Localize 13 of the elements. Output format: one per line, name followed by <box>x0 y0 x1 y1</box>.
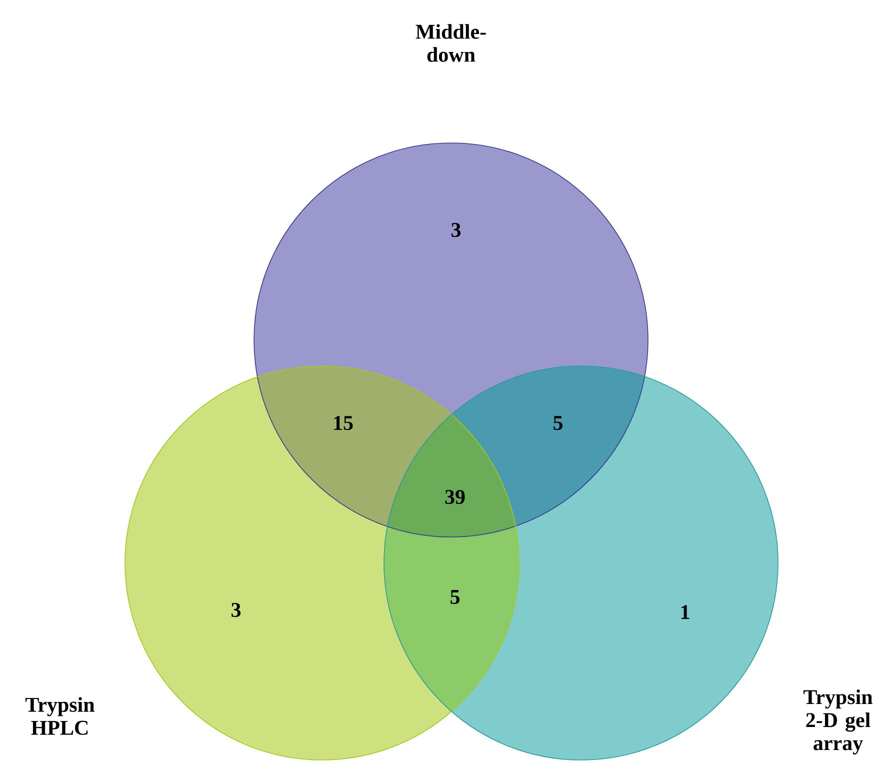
region-count: 5 <box>450 590 460 604</box>
set-label: Middle-down <box>416 24 486 62</box>
venn-circle <box>124 366 520 760</box>
venn-circle <box>254 142 648 538</box>
region-count: 15 <box>334 416 353 430</box>
set-label: Trypsin 2-D gel array <box>804 689 872 755</box>
venn-circle <box>384 366 778 760</box>
region-count: 5 <box>554 416 562 430</box>
region-count: 3 <box>232 602 241 618</box>
region-count: 3 <box>452 222 461 238</box>
region-count: 39 <box>445 490 465 504</box>
set-label: Trypsin HPLC <box>26 697 94 735</box>
region-count: 1 <box>681 605 690 619</box>
